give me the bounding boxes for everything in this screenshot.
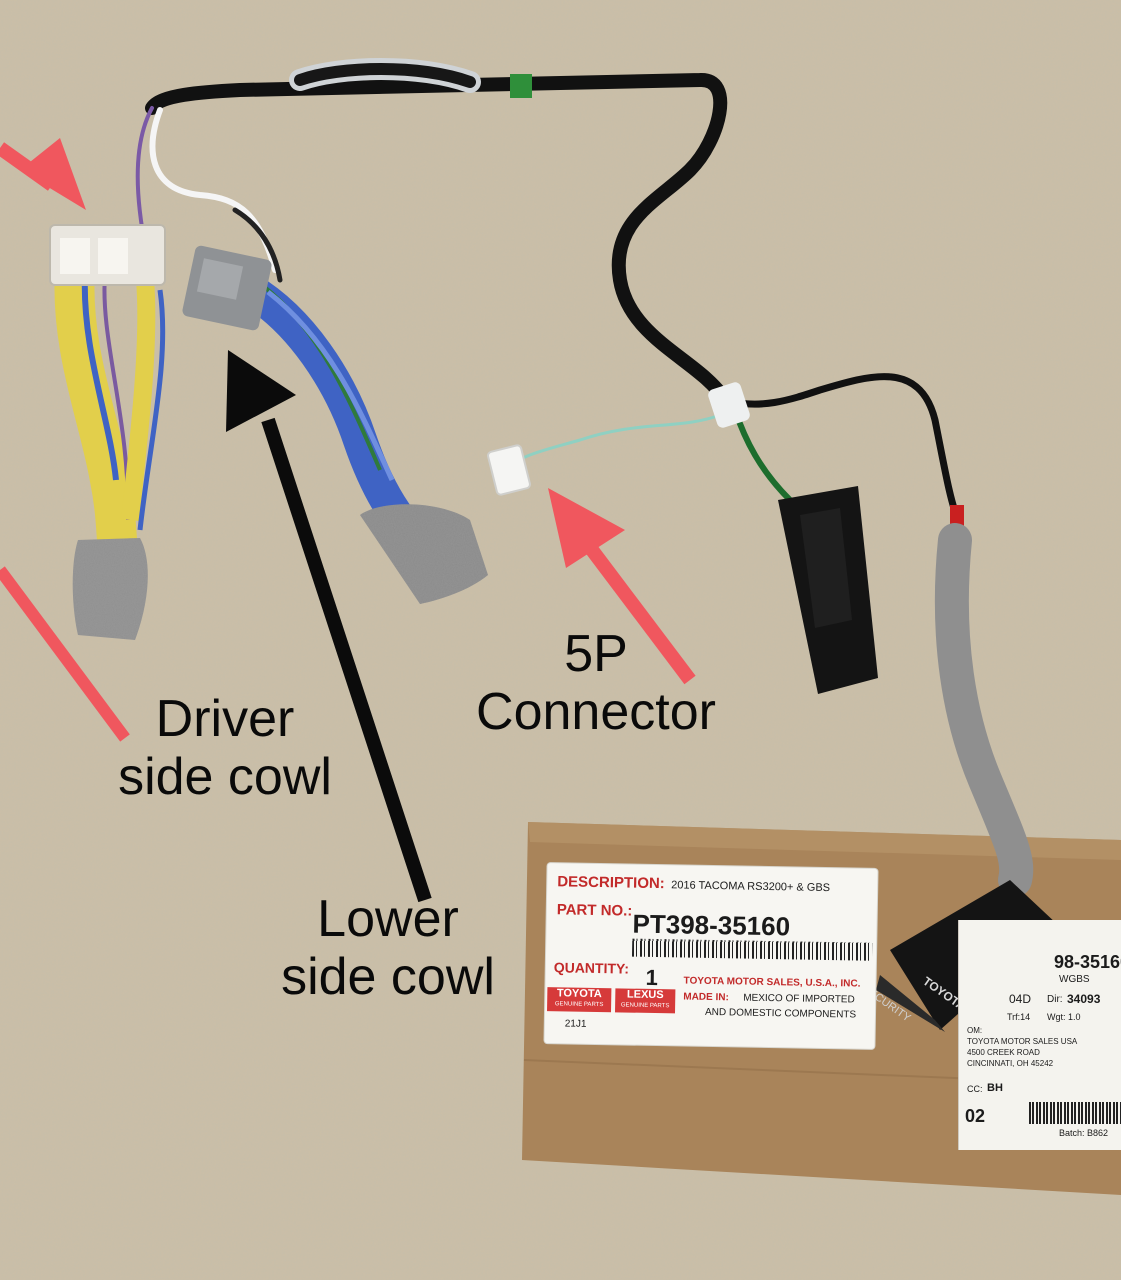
toyota-brand: TOYOTA [556, 987, 602, 1001]
shipping-label-right: 98-35160 WGBS 04D Dir: 34093 Trf:14 Wgt:… [958, 920, 1121, 1150]
right-sub-fragment: WGBS [1059, 974, 1090, 985]
description-value: 2016 TACOMA RS3200+ & GBS [671, 879, 831, 895]
toyota-sub: GENUINE PARTS [554, 1001, 604, 1009]
part-no-value: PT398-35160 [632, 908, 791, 942]
made-in-label: MADE IN: [683, 991, 729, 1004]
made-in-value: MEXICO OF IMPORTED [743, 992, 855, 1006]
five-pin-connector [487, 444, 531, 496]
annotation-lower-line1: Lower [317, 890, 459, 948]
blue-wire-bundle [182, 245, 488, 604]
black-arrow [226, 350, 432, 903]
quantity-value: 1 [645, 964, 659, 991]
annotation-lower-side-cowl: Lower side cowl [258, 890, 518, 1006]
quantity-label: QUANTITY: [553, 959, 630, 977]
foam-sleeve [934, 523, 1034, 897]
right-dir-value: 34093 [1067, 992, 1101, 1006]
seller-name: TOYOTA MOTOR SALES, U.S.A., INC. [683, 975, 861, 990]
right-cc-value: BH [987, 1082, 1003, 1094]
right-part-fragment: 98-35160 [1054, 952, 1121, 972]
toyota-logo: TOYOTA GENUINE PARTS [547, 987, 612, 1013]
right-from-label: OM: [967, 1026, 983, 1035]
right-code: 04D [1009, 992, 1032, 1006]
right-dir-label: Dir: [1047, 994, 1063, 1005]
part-no-label: PART NO.: [556, 901, 633, 920]
lexus-sub: GENUINE PARTS [620, 1002, 670, 1010]
lexus-logo: LEXUS GENUINE PARTS [615, 988, 676, 1014]
annotation-lower-line2: side cowl [281, 948, 495, 1006]
right-batch: Batch: B862 [1059, 1128, 1109, 1138]
annotation-driver-line2: side cowl [118, 748, 332, 806]
right-address-3: CINCINNATI, OH 45242 [967, 1059, 1054, 1068]
right-cc-label: CC: [967, 1084, 983, 1094]
right-wgt: Wgt: 1.0 [1047, 1012, 1081, 1022]
annotation-driver-line1: Driver [155, 690, 295, 748]
right-address-2: 4500 CREEK ROAD [967, 1048, 1040, 1057]
made-in-value-2: AND DOMESTIC COMPONENTS [704, 1006, 857, 1021]
security-module [778, 486, 878, 694]
red-arrow-5p [548, 488, 696, 685]
red-arrow-top-left [0, 138, 86, 210]
shipping-label: DESCRIPTION: 2016 TACOMA RS3200+ & GBS P… [543, 862, 879, 1050]
barcode [631, 938, 873, 961]
annotation-5p-connector: 5P Connector [446, 625, 746, 741]
lexus-brand: LEXUS [626, 988, 664, 1002]
right-trf: Trf:14 [1007, 1012, 1031, 1022]
annotation-driver-side-cowl: Driver side cowl [95, 690, 355, 806]
annotation-5p-line2: Connector [476, 683, 716, 741]
yellow-wire-bundle [49, 224, 166, 640]
right-barcode [1029, 1102, 1121, 1124]
red-arrow-bottom-left [0, 566, 130, 742]
wire-harness [135, 58, 964, 527]
annotation-5p-line1: 5P [564, 625, 628, 683]
description-label: DESCRIPTION: [557, 873, 665, 893]
right-address-1: TOYOTA MOTOR SALES USA [967, 1037, 1078, 1046]
lot-code: 21J1 [564, 1018, 587, 1030]
right-number: 02 [965, 1106, 986, 1126]
